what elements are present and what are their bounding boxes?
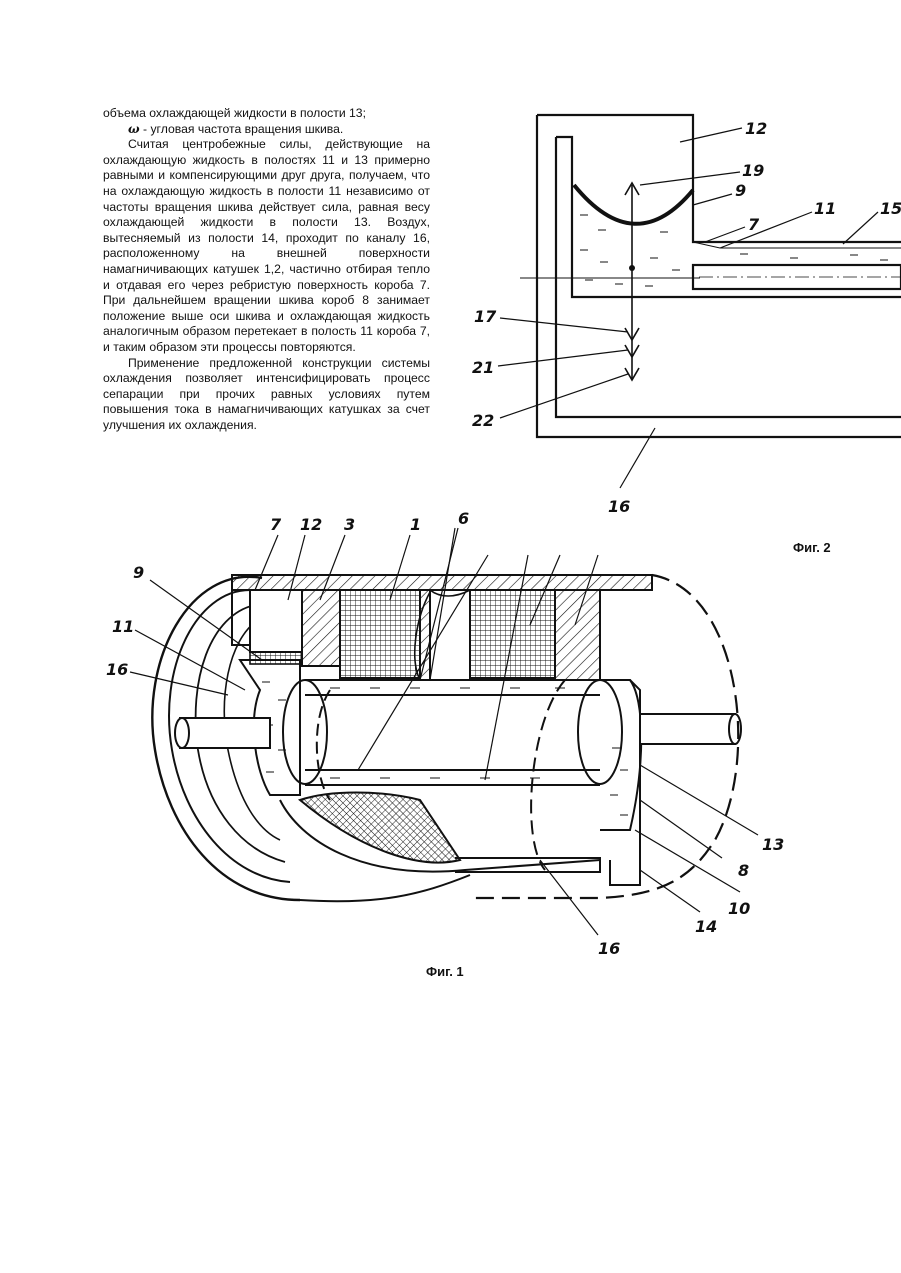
- fig1-shaft-left-end: [175, 718, 189, 748]
- fig1-label-12: 12: [300, 515, 322, 534]
- fig1-label-11: 11: [112, 617, 134, 636]
- fig2-label-11: 11: [814, 199, 836, 218]
- fig1-label-16: 16: [106, 660, 128, 679]
- fig2-label-12: 12: [745, 119, 767, 138]
- fig1-label-13: 13: [762, 835, 784, 854]
- fig2-label-19: 19: [742, 161, 764, 180]
- fig2-label-9: 9: [735, 181, 746, 200]
- fig1-label-14: 14: [695, 917, 717, 936]
- fig2-label-22: 22: [472, 411, 494, 430]
- fig2-center-dot: [629, 265, 635, 271]
- fig2-liquid-dashes: [580, 215, 888, 286]
- fig1-block-12: [250, 590, 302, 652]
- fig1-flange-right: [555, 590, 600, 680]
- fig1-label-6: 6: [458, 509, 469, 528]
- fig1-label-7: 7: [270, 515, 282, 534]
- fig2-meniscus: [574, 185, 693, 224]
- fig2-label-17: 17: [474, 307, 497, 326]
- fig2-outer-box: [537, 115, 901, 437]
- fig1-coil-1: [340, 590, 420, 678]
- fig1-cutaway-fins: [300, 793, 460, 863]
- fig2-label-7: 7: [748, 215, 760, 234]
- fig1-dashed-cut-right: [531, 680, 565, 870]
- fig2-label-21: 21: [472, 358, 494, 377]
- fig1-block-12-fins: [250, 652, 302, 664]
- fig1-flange-3: [302, 590, 340, 666]
- fig1-shaft-left: [180, 718, 270, 748]
- fig1-drum-bottom: [305, 770, 600, 785]
- fig1-caption: Фиг. 1: [426, 964, 464, 979]
- fig2-caption: Фиг. 2: [793, 540, 831, 555]
- fig1-label-9: 9: [133, 563, 144, 582]
- fig1-label-1: 1: [410, 515, 421, 534]
- fig1-label-3: 3: [344, 515, 355, 534]
- fig1-label-8: 8: [738, 861, 749, 880]
- fig1-shaft-right: [640, 714, 735, 744]
- fig2-label-16: 16: [608, 497, 630, 516]
- fig1-label-10: 10: [728, 899, 750, 918]
- fig1-lower-shell: [300, 875, 470, 901]
- fig1-drum-liquid-dashes: [330, 688, 565, 778]
- fig2-label-15: 15: [880, 199, 901, 218]
- figure-1: 7 12 3 1 6 9 11 16 13 8 10 14 16 Фиг. 1: [106, 509, 784, 979]
- figure-2: 12 19 9 7 11 15 17 21 22 16 Фиг. 2: [472, 115, 901, 555]
- fig1-label-16-bottom: 16: [598, 939, 620, 958]
- fig2-outer-box-top: [537, 115, 901, 242]
